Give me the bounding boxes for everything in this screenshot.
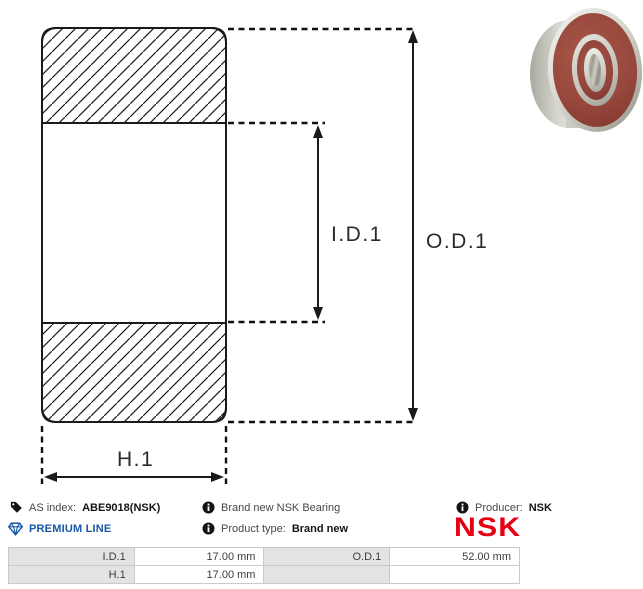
as-index-label: AS index:	[29, 501, 77, 514]
spec-id1-value: 17.00 mm	[133, 547, 265, 566]
info-icon	[202, 501, 215, 514]
spec-table: I.D.1 17.00 mm O.D.1 52.00 mm H.1 17.00 …	[8, 547, 520, 584]
premium-diamond-icon	[8, 522, 23, 536]
bearing-photo	[528, 2, 643, 138]
info-bar: AS index: ABE9018(NSK) PREMIUM LINE Bran…	[0, 494, 643, 544]
spec-empty-value	[389, 565, 520, 584]
spec-h1-label: H.1	[8, 565, 135, 584]
as-index-value: ABE9018(NSK)	[82, 501, 161, 514]
premium-line-row: PREMIUM LINE	[8, 522, 111, 536]
table-row: H.1 17.00 mm	[8, 565, 520, 584]
h1-label: H.1	[117, 448, 154, 471]
description-text: Brand new NSK Bearing	[221, 501, 341, 514]
h1-dimension-arrow	[44, 472, 224, 482]
spec-od1-label: O.D.1	[263, 547, 391, 566]
nsk-logo: NSK	[454, 512, 522, 542]
id1-label: I.D.1	[331, 223, 383, 246]
tag-icon	[10, 501, 23, 514]
description-row: Brand new NSK Bearing	[202, 501, 340, 514]
product-type-row: Product type: Brand new	[202, 522, 348, 535]
id1-dimension-arrow	[313, 125, 323, 320]
info-icon	[456, 501, 469, 514]
table-row: I.D.1 17.00 mm O.D.1 52.00 mm	[8, 547, 520, 566]
hatch-bottom-section	[41, 322, 227, 423]
producer-label: Producer:	[475, 501, 523, 514]
premium-line-label: PREMIUM LINE	[29, 523, 112, 535]
spec-h1-value: 17.00 mm	[133, 565, 265, 584]
hatch-top-section	[41, 27, 227, 124]
spec-od1-value: 52.00 mm	[389, 547, 520, 566]
od1-dimension-arrow	[408, 30, 418, 421]
producer-value: NSK	[528, 501, 552, 514]
info-icon	[202, 522, 215, 535]
producer-row: Producer: NSK	[456, 501, 552, 514]
spec-id1-label: I.D.1	[8, 547, 135, 566]
reference-lines	[40, 27, 415, 484]
od1-label: O.D.1	[426, 230, 488, 253]
as-index-row: AS index: ABE9018(NSK)	[10, 501, 160, 514]
product-type-label: Product type:	[221, 522, 286, 535]
spec-empty-label	[263, 565, 391, 584]
bearing-cross-section-diagram: I.D.1 O.D.1 H.1	[40, 27, 488, 484]
product-type-value: Brand new	[291, 522, 349, 535]
